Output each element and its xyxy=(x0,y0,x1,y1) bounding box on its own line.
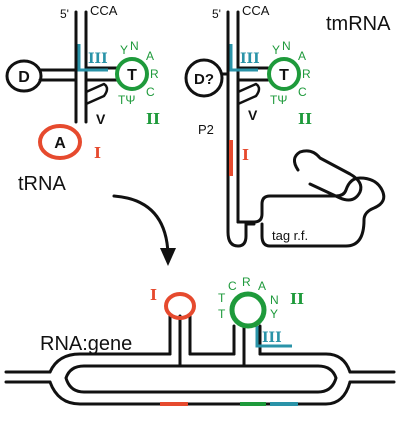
trna-d-loop xyxy=(5,59,43,93)
trna-anticodon-loop xyxy=(38,124,82,160)
tmrna-t-label: T xyxy=(279,67,289,84)
tmrna-v-label: V xyxy=(248,107,258,123)
gene-seq-t1: T xyxy=(218,291,226,305)
tmrna-t-loop xyxy=(267,57,301,91)
trna-iii-marker xyxy=(77,44,108,72)
tmrna-title: tmRNA xyxy=(326,13,391,35)
gene-title: RNA:gene xyxy=(40,333,132,355)
trna-cca: CCA xyxy=(90,3,118,18)
tmrna-seq-a: A xyxy=(298,49,306,63)
tmrna-seq-tpsi: TΨ xyxy=(270,93,287,107)
gene-hairpin-i-loop xyxy=(164,292,196,320)
gene-iii-marker xyxy=(255,326,292,348)
gene-seq-t2: T xyxy=(218,307,226,321)
tmrna-tag-loop xyxy=(236,176,386,248)
tmrna-tag-label: tag r.f. xyxy=(272,228,308,243)
gene-ii-label: II xyxy=(290,290,304,308)
tmrna-d-loop xyxy=(184,58,224,98)
tmrna-iii-label: III xyxy=(240,51,260,67)
tmrna-5prime: 5' xyxy=(212,7,221,21)
gene-i-label: I xyxy=(150,286,157,304)
tmrna-seq-r: R xyxy=(302,67,311,81)
trna-t-label: T xyxy=(127,67,137,84)
tmrna-ii-label: II xyxy=(298,110,312,128)
gene-bubble-outer xyxy=(48,352,352,374)
trna-variable-loop xyxy=(84,82,109,106)
gene-seq-r: R xyxy=(242,275,251,289)
tmrna-cca: CCA xyxy=(242,3,270,18)
gene-bubble-lower xyxy=(48,380,352,406)
tmrna-i-label: I xyxy=(242,146,249,164)
trna-seq-n: N xyxy=(130,39,139,53)
trna-seq-c: C xyxy=(146,85,155,99)
gene-seq-a: A xyxy=(258,279,266,293)
tmrna-seq-c: C xyxy=(298,85,307,99)
trna-anticodon-label: A xyxy=(54,135,66,152)
gene-hairpin-ii-loop xyxy=(229,291,267,329)
tmrna-p2-label: P2 xyxy=(198,122,214,137)
trna-seq-y: Y xyxy=(120,43,128,57)
tmrna-iii-marker xyxy=(229,44,258,72)
tmrna-p2-stem xyxy=(226,78,248,248)
trna-v-label: V xyxy=(96,111,106,127)
trna-seq-tpsi: TΨ xyxy=(118,93,135,107)
trna-i-label: I xyxy=(94,144,101,162)
tmrna-variable-loop xyxy=(236,82,261,106)
gene-iii-label: III xyxy=(262,330,282,346)
trna-seq-a: A xyxy=(146,49,154,63)
trna-ii-label: II xyxy=(146,110,160,128)
tmrna-seq-n: N xyxy=(282,39,291,53)
gene-bubble-inner xyxy=(64,364,338,394)
tmrna-inner-loop xyxy=(293,149,363,202)
tmrna-d-label: D? xyxy=(194,71,214,88)
trna-iii-label: III xyxy=(88,51,108,67)
trna-title: tRNA xyxy=(18,173,66,195)
trna-d-label: D xyxy=(18,69,30,86)
conversion-arrow xyxy=(112,194,176,266)
trna-seq-r: R xyxy=(150,67,159,81)
gene-structure xyxy=(4,291,396,406)
tmrna-seq-y: Y xyxy=(272,43,280,57)
gene-seq-n: N xyxy=(270,293,279,307)
trna-t-loop xyxy=(115,57,149,91)
trna-5prime: 5' xyxy=(60,7,69,21)
gene-seq-y: Y xyxy=(270,307,278,321)
trna-structure xyxy=(5,10,149,160)
tmrna-structure xyxy=(184,10,386,248)
gene-seq-c: C xyxy=(228,279,237,293)
